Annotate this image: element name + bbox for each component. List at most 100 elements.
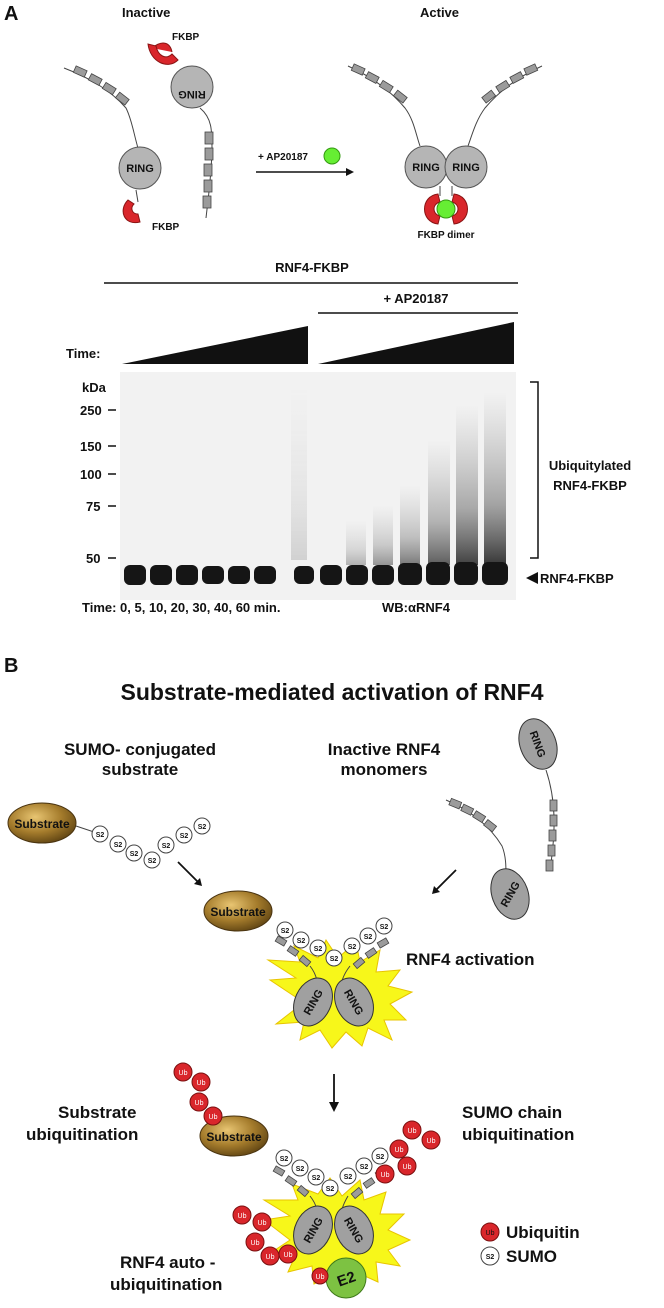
ubiquitin-chains (173, 1062, 441, 1285)
substrate-ub-label-2: ubiquitination (26, 1125, 138, 1144)
ring-label-top: RING (178, 88, 206, 100)
ub-label: Ub (195, 1100, 204, 1107)
s2-label: S2 (380, 924, 389, 931)
western-blot (120, 372, 516, 600)
sumo-substrate-label-2: substrate (102, 760, 179, 779)
s2-label: S2 (344, 1174, 353, 1181)
time-footer: Time: 0, 5, 10, 20, 30, 40, 60 min. (82, 600, 281, 615)
ring-label-left: RING (412, 162, 440, 174)
drug-label: + AP20187 (258, 152, 308, 163)
ub-label: Ub (258, 1220, 267, 1227)
blot-drug-label: + AP20187 (384, 291, 449, 306)
ub-label: Ub (284, 1252, 293, 1259)
s2-label: S2 (312, 1175, 321, 1182)
s2-label: S2 (162, 843, 171, 850)
legend-sumo-swatch (480, 1246, 500, 1266)
s2-label: S2 (360, 1164, 369, 1171)
ub-label: Ub (403, 1164, 412, 1171)
ap20187-molecule (323, 147, 341, 165)
ub-label: Ub (251, 1240, 260, 1247)
ring-label-right: RING (452, 162, 480, 174)
ubiquitinated-complex: Substrate S2 S2 S2 S2 S2 S2 S2 RING RING (199, 1115, 412, 1299)
marker-100: 100 (80, 467, 102, 482)
legend: Ub Ubiquitin S2 SUMO (480, 1222, 580, 1266)
ring-domain (118, 146, 162, 190)
ub-label: Ub (266, 1254, 275, 1261)
sumo-chain-label-1: SUMO chain (462, 1103, 562, 1122)
activation-label: RNF4 activation (406, 950, 534, 969)
ub-label: Ub (408, 1128, 417, 1135)
s2-label: S2 (330, 956, 339, 963)
s2-label: S2 (148, 858, 157, 865)
panel-b-title: Substrate-mediated activation of RNF4 (120, 679, 543, 705)
inactive-rnf4-monomers: RING RING (445, 718, 558, 920)
s2-label: S2 (180, 833, 189, 840)
substrate-ub-label-1: Substrate (58, 1103, 136, 1122)
e2-label: E2 (335, 1268, 358, 1290)
s2-label: S2 (296, 1166, 305, 1173)
marker-ladder: 250 150 100 75 50 (80, 403, 116, 566)
panel-a-label: A (4, 3, 18, 25)
ub-label: Ub (486, 1230, 495, 1237)
sumo-chain-label-2: ubiquitination (462, 1125, 574, 1144)
legend-ubiquitin: Ubiquitin (506, 1223, 580, 1242)
panel-b-label: B (4, 655, 18, 677)
marker-250: 250 (80, 403, 102, 418)
fkbp-domain (122, 199, 141, 224)
time-wedge-control (122, 326, 308, 364)
s2-label: S2 (281, 928, 290, 935)
bracket-label-2: RNF4-FKBP (553, 478, 627, 493)
s2-label: S2 (96, 832, 105, 839)
active-title: Active (420, 5, 459, 20)
fkbp-dimer-label: FKBP dimer (417, 230, 474, 241)
s2-label: S2 (198, 824, 207, 831)
inactive-monomer-2: FKBP RING (147, 32, 214, 219)
bracket-label-1: Ubiquitylated (549, 458, 631, 473)
sumo-substrate-complex: Substrate S2 S2 S2 S2 S2 S2 S2 (7, 802, 211, 869)
s2-label: S2 (348, 944, 357, 951)
legend-sumo: SUMO (506, 1247, 557, 1266)
ub-label: Ub (238, 1213, 247, 1220)
legend-ubiquitin-swatch (480, 1222, 500, 1242)
ub-label: Ub (395, 1147, 404, 1154)
s2-label: S2 (297, 938, 306, 945)
s2-label: S2 (486, 1254, 495, 1261)
band-label: RNF4-FKBP (540, 571, 614, 586)
time-label: Time: (66, 346, 100, 361)
ub-label: Ub (427, 1138, 436, 1145)
inactive-monomer-1: RING FKBP (63, 65, 180, 233)
ub-label: Ub (209, 1114, 218, 1121)
s2-label: S2 (130, 851, 139, 858)
ub-label: Ub (381, 1172, 390, 1179)
marker-50: 50 (86, 551, 100, 566)
ub-label: Ub (316, 1274, 325, 1281)
fkbp-label-top: FKBP (172, 32, 200, 43)
s2-label: S2 (376, 1154, 385, 1161)
wb-label: WB:αRNF4 (382, 600, 451, 615)
s2-label: S2 (364, 934, 373, 941)
construct-label: RNF4-FKBP (275, 260, 349, 275)
s2-label: S2 (326, 1186, 335, 1193)
marker-75: 75 (86, 499, 100, 514)
active-dimer: RING RING FKBP dimer (347, 63, 543, 241)
marker-150: 150 (80, 439, 102, 454)
inactive-monomers-label-2: monomers (341, 760, 428, 779)
inactive-monomers-label-1: Inactive RNF4 (328, 740, 441, 759)
ring-domain-top (170, 65, 214, 109)
bracket (530, 381, 539, 559)
auto-ub-label-2: ubiquitination (110, 1275, 222, 1294)
inactive-title: Inactive (122, 5, 170, 20)
fkbp-label: FKBP (152, 222, 180, 233)
ring-label: RING (126, 163, 154, 175)
s2-label: S2 (280, 1156, 289, 1163)
s2-label: S2 (114, 842, 123, 849)
ub-label: Ub (197, 1080, 206, 1087)
band-arrowhead (526, 572, 538, 584)
auto-ub-label-1: RNF4 auto - (120, 1253, 215, 1272)
s2-label: S2 (314, 946, 323, 953)
substrate-label: Substrate (14, 817, 70, 831)
substrate-label-2: Substrate (210, 905, 266, 919)
ub-label: Ub (179, 1070, 188, 1077)
sumo-substrate-label-1: SUMO- conjugated (64, 740, 216, 759)
